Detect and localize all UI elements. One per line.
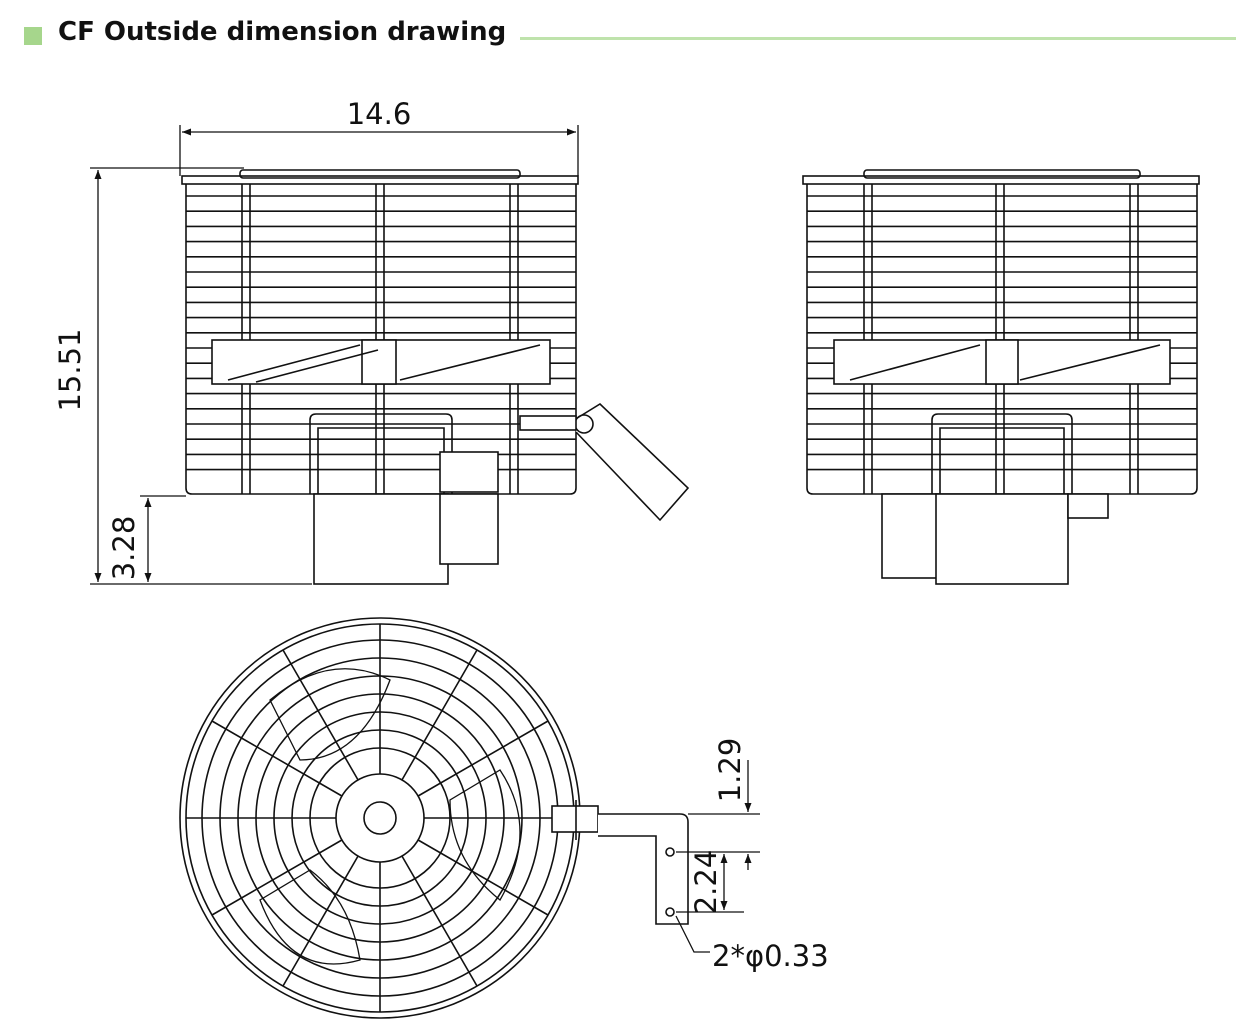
side-view [802, 169, 1200, 585]
side-bracket [1067, 493, 1109, 519]
front-top-frame [181, 175, 579, 185]
cage-spoke [211, 839, 343, 916]
fan-blade [269, 668, 391, 761]
side-motor-housing [935, 493, 1069, 585]
cage-spoke [401, 855, 478, 987]
section-title: CF Outside dimension drawing [58, 17, 507, 47]
top-clamp [551, 805, 599, 833]
side-top-frame [802, 175, 1200, 185]
accent-square-icon [24, 27, 42, 45]
front-view [181, 169, 690, 585]
cage-spoke [401, 649, 478, 781]
hole-leader-line [675, 915, 710, 953]
front-top-handle [239, 169, 521, 179]
top-bracket-arm [598, 813, 689, 925]
top-view [179, 617, 689, 1019]
front-inner-bracket [309, 413, 453, 494]
width-label: 14.6 [347, 97, 412, 131]
cage-spoke [211, 720, 343, 797]
mount-hole-1 [665, 847, 675, 857]
mount-hole-2 [665, 907, 675, 917]
hub [335, 773, 425, 863]
bracket-offset-label: 1.29 [713, 738, 747, 803]
fan-blade [259, 869, 361, 965]
section-header: CF Outside dimension drawing [0, 0, 1236, 70]
top-cage-spokes [186, 624, 574, 1012]
lower-height-label: 3.28 [107, 516, 141, 581]
top-dimensions [675, 760, 760, 953]
side-top-handle [863, 169, 1141, 179]
cage-spoke [282, 649, 359, 781]
cage-spoke [417, 720, 549, 797]
holes-label: 2*φ0.33 [712, 939, 829, 973]
header-divider [520, 37, 1236, 40]
hole-spacing-label: 2.24 [689, 850, 723, 915]
cage-spoke [282, 855, 359, 987]
hub-center [363, 801, 397, 835]
front-angled-bracket [573, 402, 690, 522]
front-dimensions [90, 125, 579, 585]
front-motor-housing [313, 493, 449, 585]
cage-spoke [417, 839, 549, 916]
side-junction-box [881, 493, 939, 579]
fan-blade [449, 769, 521, 901]
height-label: 15.51 [53, 328, 87, 411]
front-junction-box [439, 493, 499, 565]
